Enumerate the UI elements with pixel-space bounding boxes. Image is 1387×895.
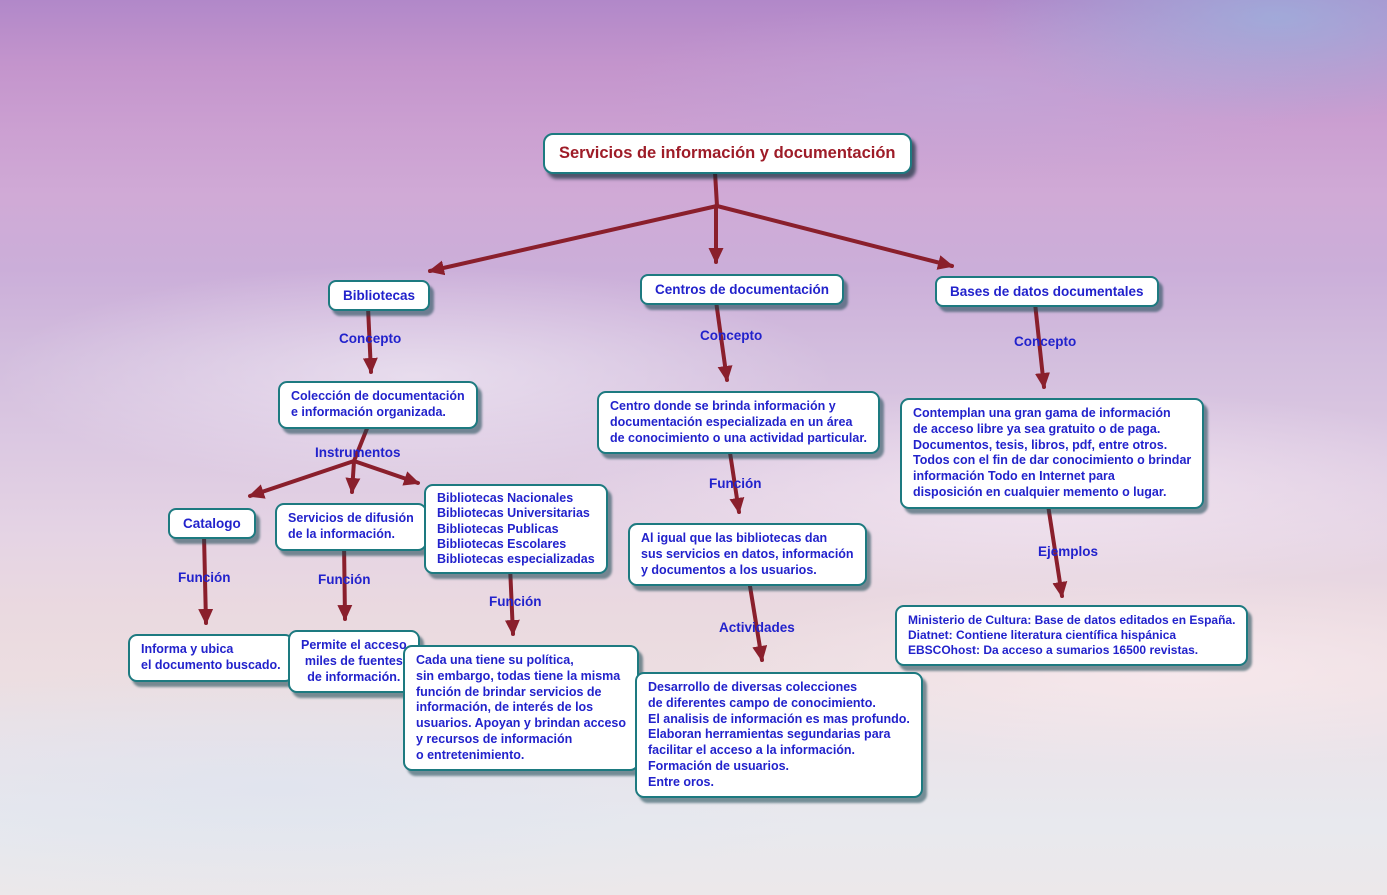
node-tipos-funcion: Cada una tiene su política, sin embargo,… — [403, 645, 640, 772]
arrow-title-to-bases — [715, 204, 954, 270]
node-title: Servicios de información y documentación — [543, 133, 912, 174]
arrow-instrumentos-to-tipos — [352, 459, 420, 486]
edge-label-concepto-centros: Concepto — [700, 328, 763, 343]
edge-label-funcion-difusion: Función — [318, 572, 371, 587]
node-catalogo-funcion: Informa y ubica el documento buscado. — [128, 634, 294, 682]
node-tipos-bibliotecas: Bibliotecas Nacionales Bibliotecas Unive… — [424, 484, 608, 575]
node-difusion: Servicios de difusión de la información. — [275, 503, 427, 551]
node-catalogo: Catalogo — [168, 508, 256, 539]
edge-label-concepto-bases: Concepto — [1014, 334, 1077, 349]
arrow-centros-funcion-to-actividades — [747, 578, 768, 662]
edge-label-funcion-centros: Función — [709, 476, 762, 491]
arrow-catalogo-to-funcion — [198, 533, 214, 625]
node-bibliotecas: Bibliotecas — [328, 280, 431, 311]
arrow-centros-concepto-to-funcion — [727, 444, 745, 514]
arrow-bases-concepto-to-ejemplos — [1046, 503, 1068, 598]
edge-label-funcion-catalogo: Función — [178, 570, 231, 585]
node-difusion-funcion: Permite el acceso miles de fuentes de in… — [288, 630, 420, 694]
node-bases-concepto: Contemplan una gran gama de información … — [900, 398, 1205, 509]
node-centros-concepto: Centro donde se brinda información y doc… — [597, 391, 881, 455]
node-centros-funcion: Al igual que las bibliotecas dan sus ser… — [628, 523, 867, 587]
node-bases: Bases de datos documentales — [935, 276, 1159, 307]
arrow-title-trunk — [713, 170, 719, 208]
arrow-centros-to-concepto — [714, 299, 733, 382]
arrow-instrumentos-to-difusion — [345, 459, 361, 494]
node-bases-ejemplos: Ministerio de Cultura: Base de datos edi… — [895, 605, 1249, 667]
arrow-difusion-to-funcion — [337, 540, 353, 621]
edge-label-funcion-tipos: Función — [489, 594, 542, 609]
arrow-tipos-to-funcion — [504, 564, 520, 636]
node-centros-actividades: Desarrollo de diversas colecciones de di… — [635, 672, 923, 799]
node-bibliotecas-concepto: Colección de documentación e información… — [278, 381, 478, 429]
arrow-bases-to-concepto — [1033, 301, 1050, 389]
arrow-title-to-bibliotecas — [428, 204, 719, 276]
edge-label-concepto-bibliotecas: Concepto — [339, 331, 402, 346]
node-centros: Centros de documentación — [640, 274, 845, 305]
arrow-bibliotecas-to-concepto — [362, 305, 378, 374]
edge-label-actividades: Actividades — [719, 620, 795, 635]
arrow-instrumentos-to-catalogo — [248, 459, 356, 499]
edge-label-instrumentos: Instrumentos — [315, 445, 401, 460]
edge-label-ejemplos: Ejemplos — [1038, 544, 1099, 559]
